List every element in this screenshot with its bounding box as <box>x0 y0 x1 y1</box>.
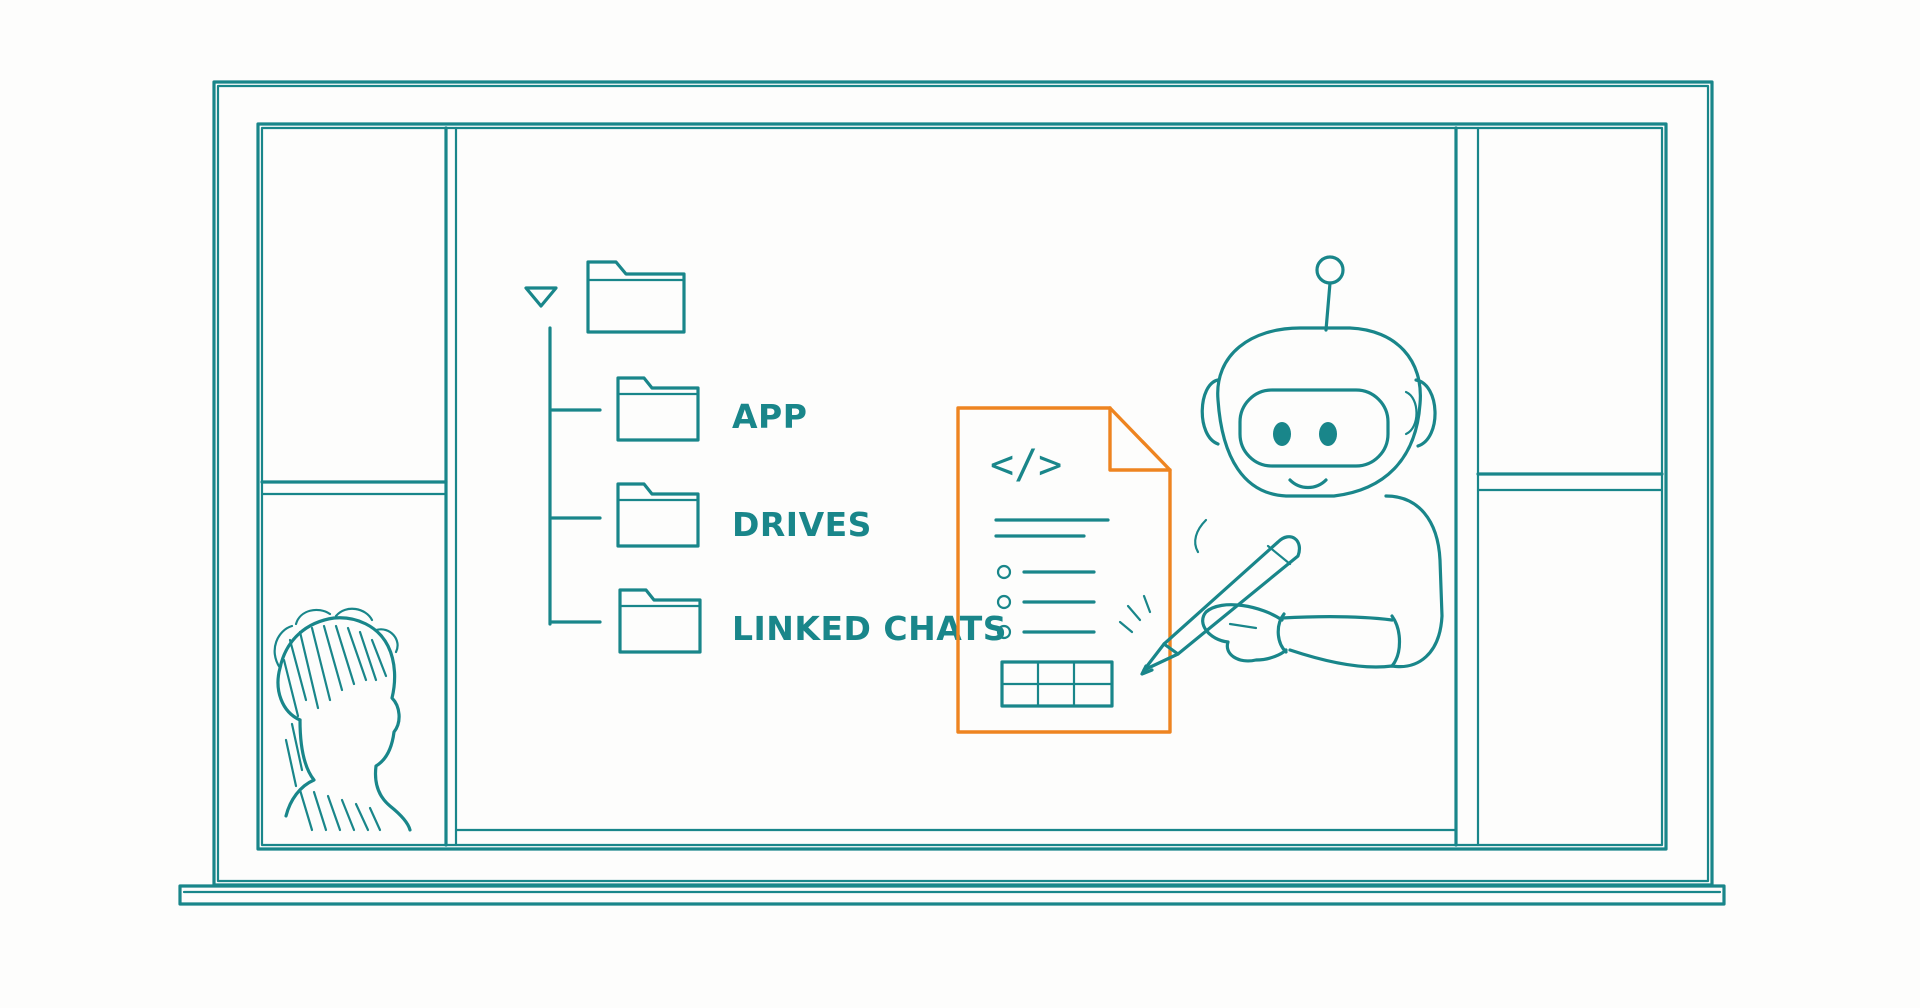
person-hair-hatching <box>282 624 388 832</box>
folder-icon <box>616 376 700 442</box>
tree-item-app[interactable]: APP <box>616 376 807 442</box>
person-icon <box>273 607 412 832</box>
code-glyph: </> <box>990 442 1062 488</box>
robot-icon <box>1194 255 1444 669</box>
window-frame <box>178 80 1726 906</box>
code-document-icon: </> <box>956 406 1172 734</box>
root-folder-icon[interactable] <box>586 260 686 334</box>
file-tree: APP DRIVES LINKED CHATS <box>524 260 1007 654</box>
tree-item-drives[interactable]: DRIVES <box>616 482 872 548</box>
tree-item-label: LINKED CHATS <box>732 609 1007 648</box>
triangle-down-icon[interactable] <box>524 286 558 308</box>
tree-item-label: APP <box>732 397 807 436</box>
folder-icon <box>616 482 700 548</box>
pencil-icon <box>1118 535 1301 676</box>
tree-item-linked-chats[interactable]: LINKED CHATS <box>618 588 1007 654</box>
tree-item-label: DRIVES <box>732 505 872 544</box>
folder-icon <box>618 588 702 654</box>
document-table <box>1000 660 1114 708</box>
bullet-list <box>996 564 1096 640</box>
